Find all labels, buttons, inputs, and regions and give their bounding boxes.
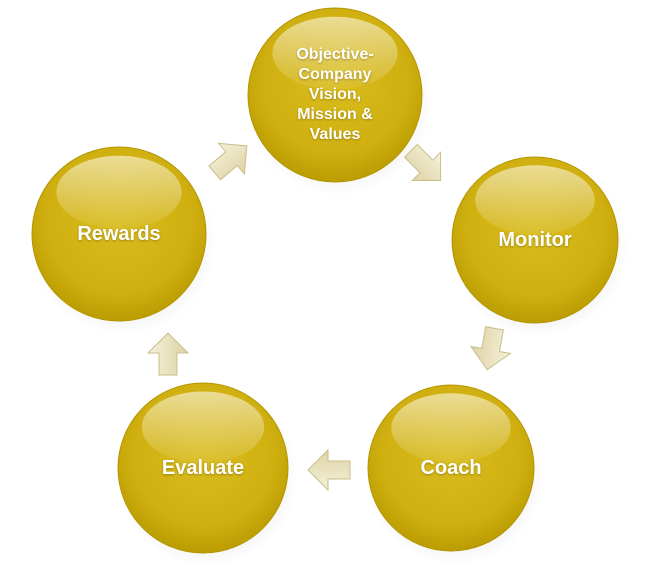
node-objective-label: Objective- Company Vision, Mission & Val… <box>262 30 408 160</box>
arrow-objective-to-monitor <box>403 143 442 182</box>
node-coach-label: Coach <box>380 400 522 536</box>
node-monitor-gloss <box>475 165 595 236</box>
node-rewards-gloss <box>56 155 182 229</box>
arrow-evaluate-to-rewards <box>146 332 190 376</box>
node-coach-gloss <box>391 393 511 464</box>
node-evaluate-text: Evaluate <box>161 456 245 479</box>
arrow-monitor-to-coach <box>469 326 512 371</box>
node-coach-text: Coach <box>420 456 482 479</box>
node-evaluate-label: Evaluate <box>128 400 278 536</box>
node-monitor-label: Monitor <box>464 178 606 302</box>
node-monitor-text: Monitor <box>498 228 572 251</box>
node-rewards-label: Rewards <box>44 166 194 302</box>
arrow-rewards-to-objective <box>208 142 248 181</box>
node-rewards-text: Rewards <box>77 222 161 245</box>
node-evaluate-gloss <box>141 391 265 463</box>
node-objective-text: Objective- Company Vision, Mission & Val… <box>296 46 374 143</box>
node-objective-gloss <box>272 16 398 90</box>
arrow-coach-to-evaluate <box>307 448 351 492</box>
